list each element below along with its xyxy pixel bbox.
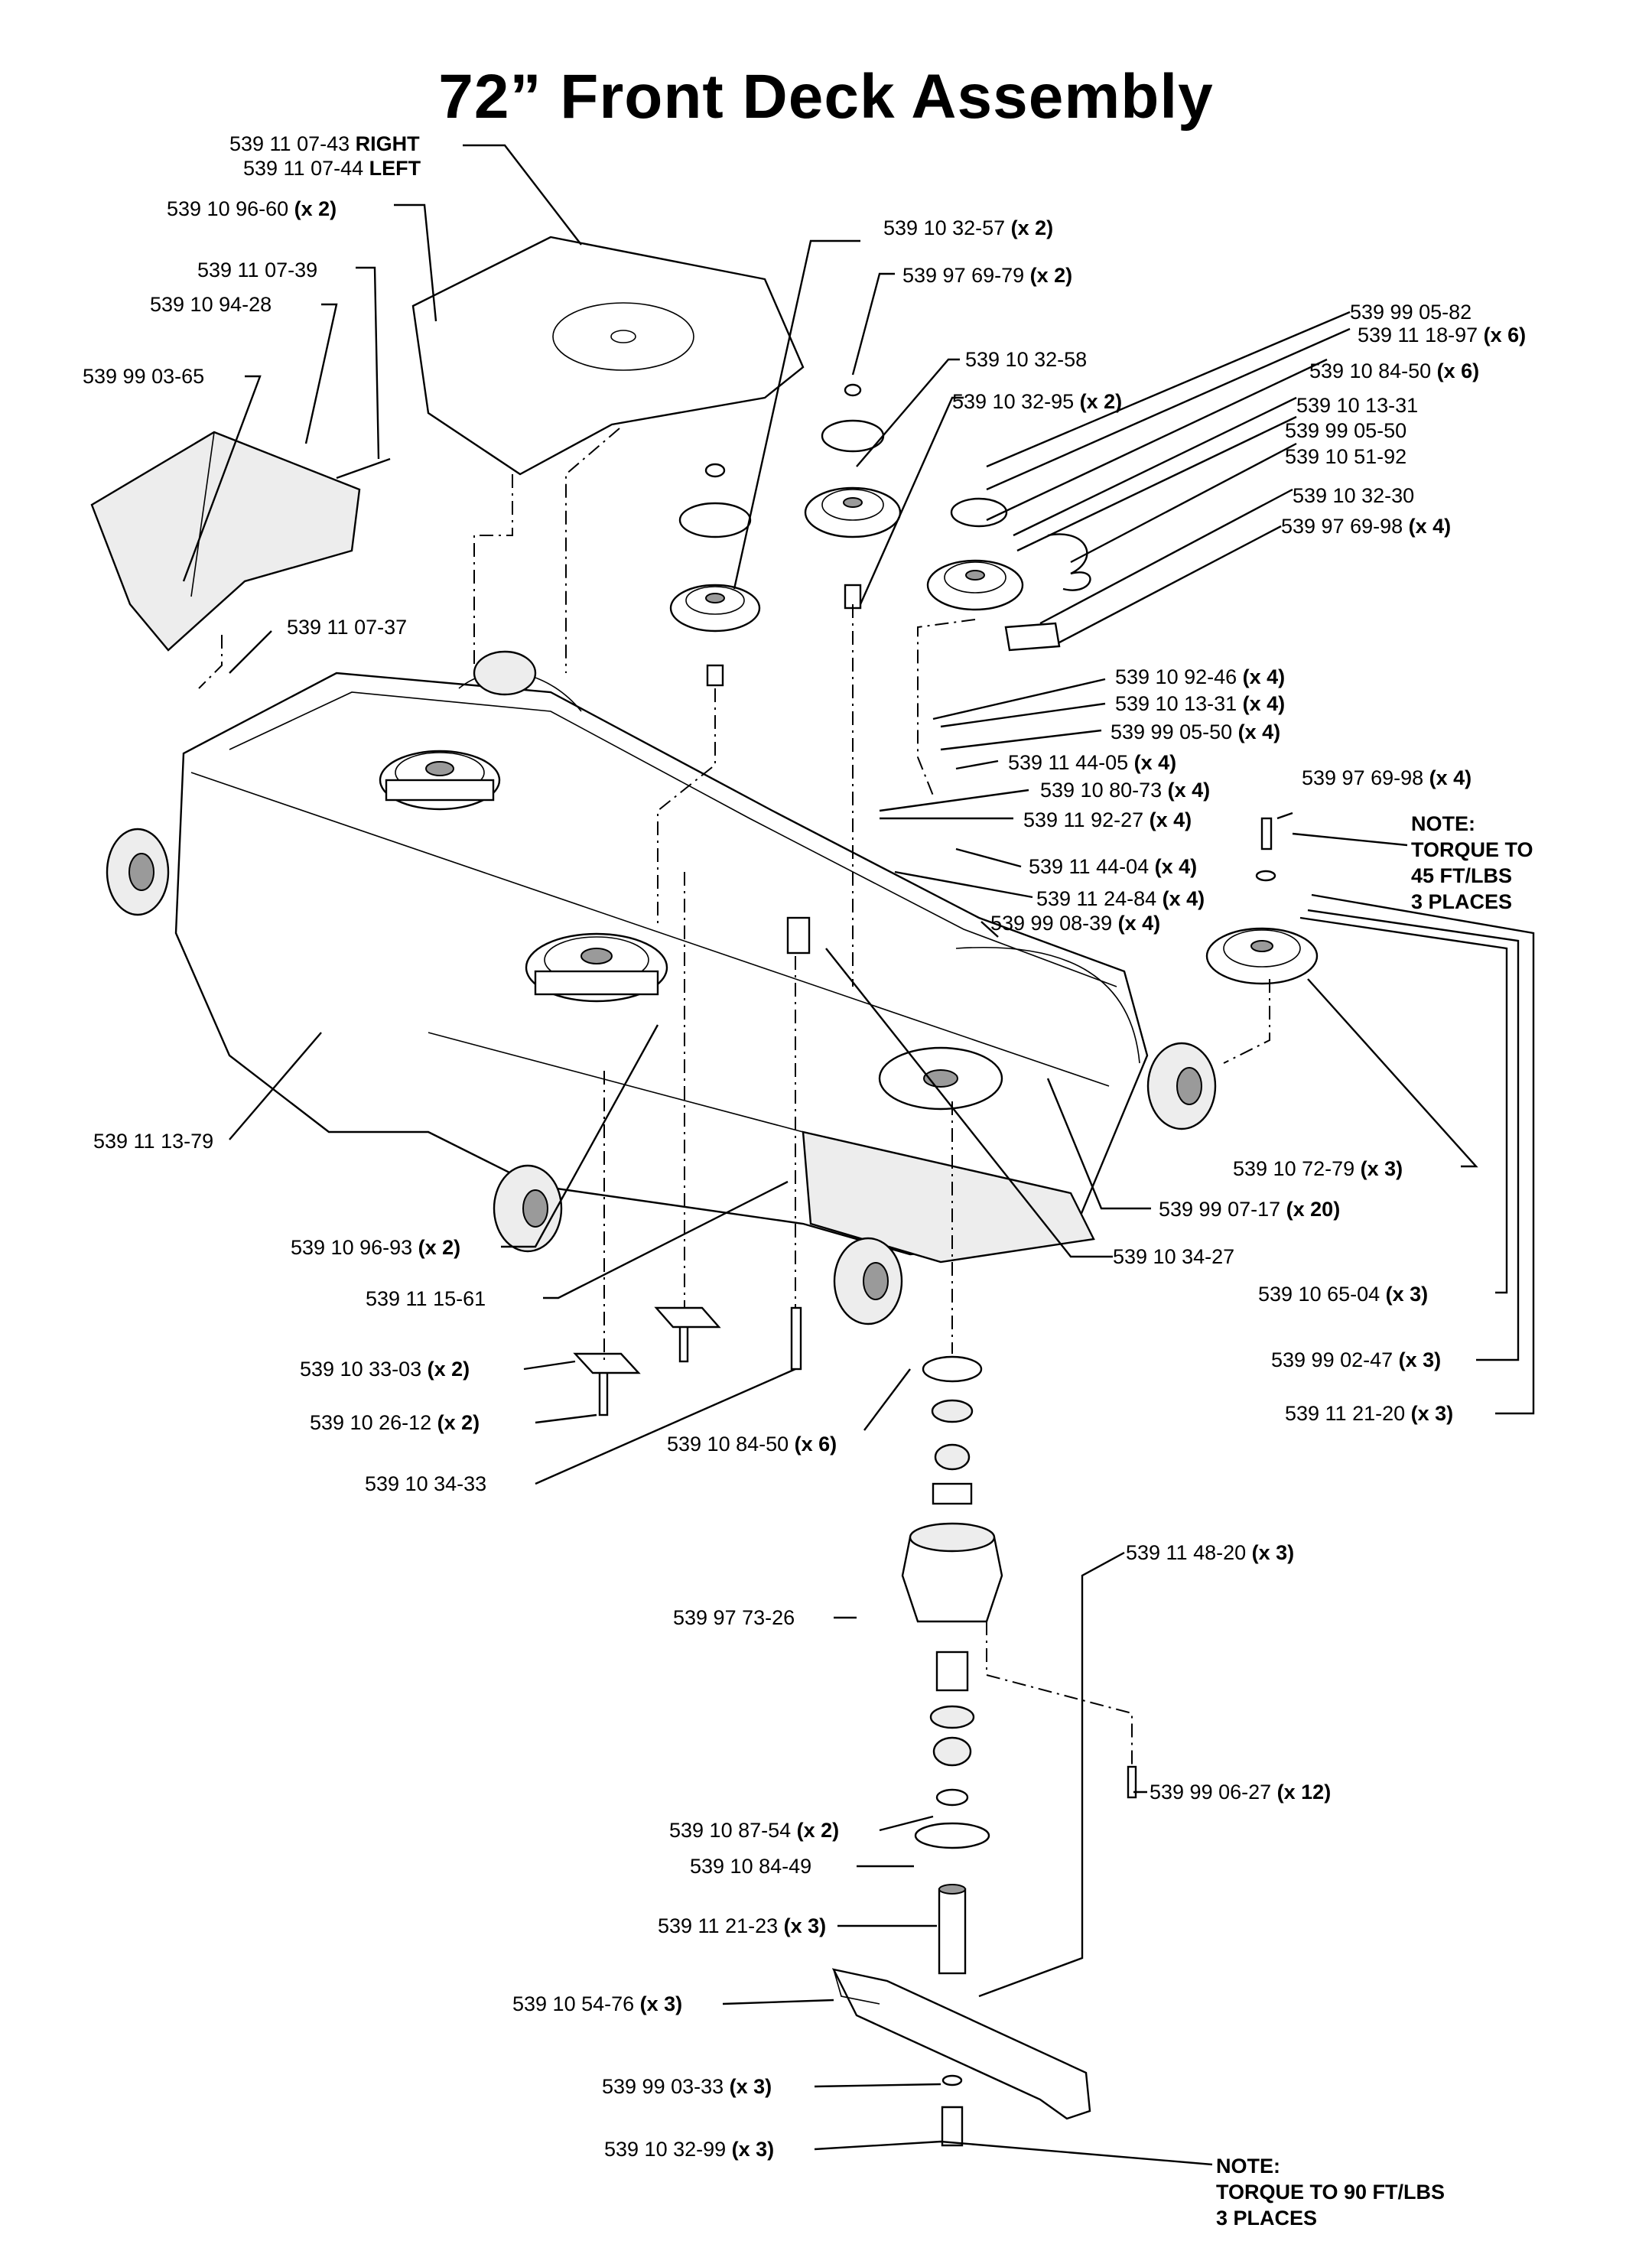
label-539-97-69-98-right: 539 97 69-98 (x 4): [1302, 766, 1472, 789]
label-539-11-13-79: 539 11 13-79: [93, 1130, 214, 1153]
label-539-10-32-99: 539 10 32-99 (x 3): [604, 2138, 775, 2161]
label-539-10-80-73: 539 10 80-73 (x 4): [1040, 779, 1211, 802]
outboard-pulley: [1205, 817, 1319, 985]
label-539-10-84-50-bottom: 539 10 84-50 (x 6): [667, 1433, 837, 1455]
spindle-assembly: [901, 1355, 1003, 1975]
label-539-11-07-43: 539 11 07-43 RIGHT: [229, 132, 420, 155]
label-539-11-18-97: 539 11 18-97 (x 6): [1358, 324, 1527, 346]
label-539-10-26-12: 539 10 26-12 (x 2): [310, 1411, 480, 1434]
label-539-97-69-79: 539 97 69-79 (x 2): [902, 264, 1073, 287]
mower-blade: [831, 1968, 1091, 2147]
idler-pulley-right: [926, 497, 1091, 652]
label-539-99-03-33: 539 99 03-33 (x 3): [602, 2075, 772, 2098]
deck-pulley-center: [525, 932, 668, 1003]
idler-pulley-center: [804, 383, 902, 610]
label-539-99-02-47: 539 99 02-47 (x 3): [1271, 1348, 1442, 1371]
gauge-wheel-back-left: [473, 650, 537, 696]
gauge-wheel-front-right: [833, 1237, 903, 1325]
label-539-11-24-84: 539 11 24-84 (x 4): [1036, 887, 1205, 910]
label-539-10-51-92: 539 10 51-92: [1285, 445, 1407, 468]
label-539-10-13-31: 539 10 13-31: [1296, 394, 1419, 417]
torque-note-45: NOTE: TORQUE TO 45 FT/LBS 3 PLACES: [1411, 812, 1533, 913]
label-539-99-05-82: 539 99 05-82: [1350, 301, 1472, 324]
label-539-97-73-26: 539 97 73-26: [673, 1606, 795, 1629]
label-539-10-84-49: 539 10 84-49: [690, 1855, 812, 1878]
leader-lines: [182, 144, 1535, 2166]
torque-note-90: NOTE: TORQUE TO 90 FT/LBS 3 PLACES: [1216, 2155, 1446, 2230]
label-539-11-15-61: 539 11 15-61: [366, 1287, 486, 1310]
idler-pulley-left: [669, 463, 761, 687]
label-539-99-05-50-x4: 539 99 05-50 (x 4): [1111, 720, 1281, 743]
label-539-10-33-03: 539 10 33-03 (x 2): [300, 1358, 470, 1381]
label-539-10-54-76: 539 10 54-76 (x 3): [512, 1992, 683, 2015]
deck-pulley-left: [379, 750, 501, 811]
label-539-11-44-04: 539 11 44-04 (x 4): [1029, 855, 1198, 878]
label-539-10-87-54: 539 10 87-54 (x 2): [669, 1819, 840, 1842]
diagram-title: 72” Front Deck Assembly: [438, 62, 1214, 132]
label-539-10-96-93: 539 10 96-93 (x 2): [291, 1236, 461, 1259]
label-539-10-96-60: 539 10 96-60 (x 2): [167, 197, 337, 220]
alignment-lines: [198, 428, 1270, 1767]
label-539-10-32-58: 539 10 32-58: [965, 348, 1088, 371]
label-539-10-94-28: 539 10 94-28: [150, 293, 272, 316]
label-539-10-32-95: 539 10 32-95 (x 2): [952, 390, 1123, 413]
discharge-chute: [90, 431, 391, 652]
label-539-99-06-27: 539 99 06-27 (x 12): [1150, 1781, 1332, 1804]
gauge-wheel-right: [1146, 1042, 1217, 1130]
label-539-11-21-20: 539 11 21-20 (x 3): [1285, 1402, 1454, 1425]
spindle-hole: [878, 1046, 1003, 1111]
label-539-10-34-33: 539 10 34-33: [365, 1472, 487, 1495]
label-539-11-07-37: 539 11 07-37: [287, 616, 408, 639]
label-539-10-32-57: 539 10 32-57 (x 2): [883, 216, 1054, 239]
label-539-10-13-31-x4: 539 10 13-31 (x 4): [1115, 692, 1286, 715]
label-539-99-08-39: 539 99 08-39 (x 4): [990, 912, 1161, 935]
label-539-10-72-79: 539 10 72-79 (x 3): [1233, 1157, 1403, 1180]
label-539-11-92-27: 539 11 92-27 (x 4): [1023, 808, 1192, 831]
hardware-bolts: [573, 916, 1137, 1799]
label-539-99-05-50: 539 99 05-50: [1285, 419, 1407, 442]
label-539-11-21-23: 539 11 21-23 (x 3): [658, 1914, 827, 1937]
belt-cover: [411, 236, 805, 476]
label-539-10-65-04: 539 10 65-04 (x 3): [1258, 1283, 1429, 1306]
label-539-99-03-65: 539 99 03-65: [83, 365, 205, 388]
gauge-wheel-front-center: [493, 1164, 563, 1253]
label-539-10-34-27: 539 10 34-27: [1113, 1245, 1235, 1268]
gauge-wheel-left: [106, 828, 170, 916]
label-539-10-32-30: 539 10 32-30: [1293, 484, 1415, 507]
label-539-11-48-20: 539 11 48-20 (x 3): [1126, 1541, 1295, 1564]
label-539-11-44-05: 539 11 44-05 (x 4): [1008, 751, 1177, 774]
label-539-11-07-44: 539 11 07-44 LEFT: [243, 157, 421, 180]
label-539-11-07-39: 539 11 07-39: [197, 259, 318, 281]
label-539-10-84-50-top: 539 10 84-50 (x 6): [1309, 359, 1480, 382]
label-539-99-07-17: 539 99 07-17 (x 20): [1159, 1198, 1341, 1221]
label-539-10-92-46: 539 10 92-46 (x 4): [1115, 665, 1286, 688]
label-539-97-69-98-top: 539 97 69-98 (x 4): [1281, 515, 1452, 538]
